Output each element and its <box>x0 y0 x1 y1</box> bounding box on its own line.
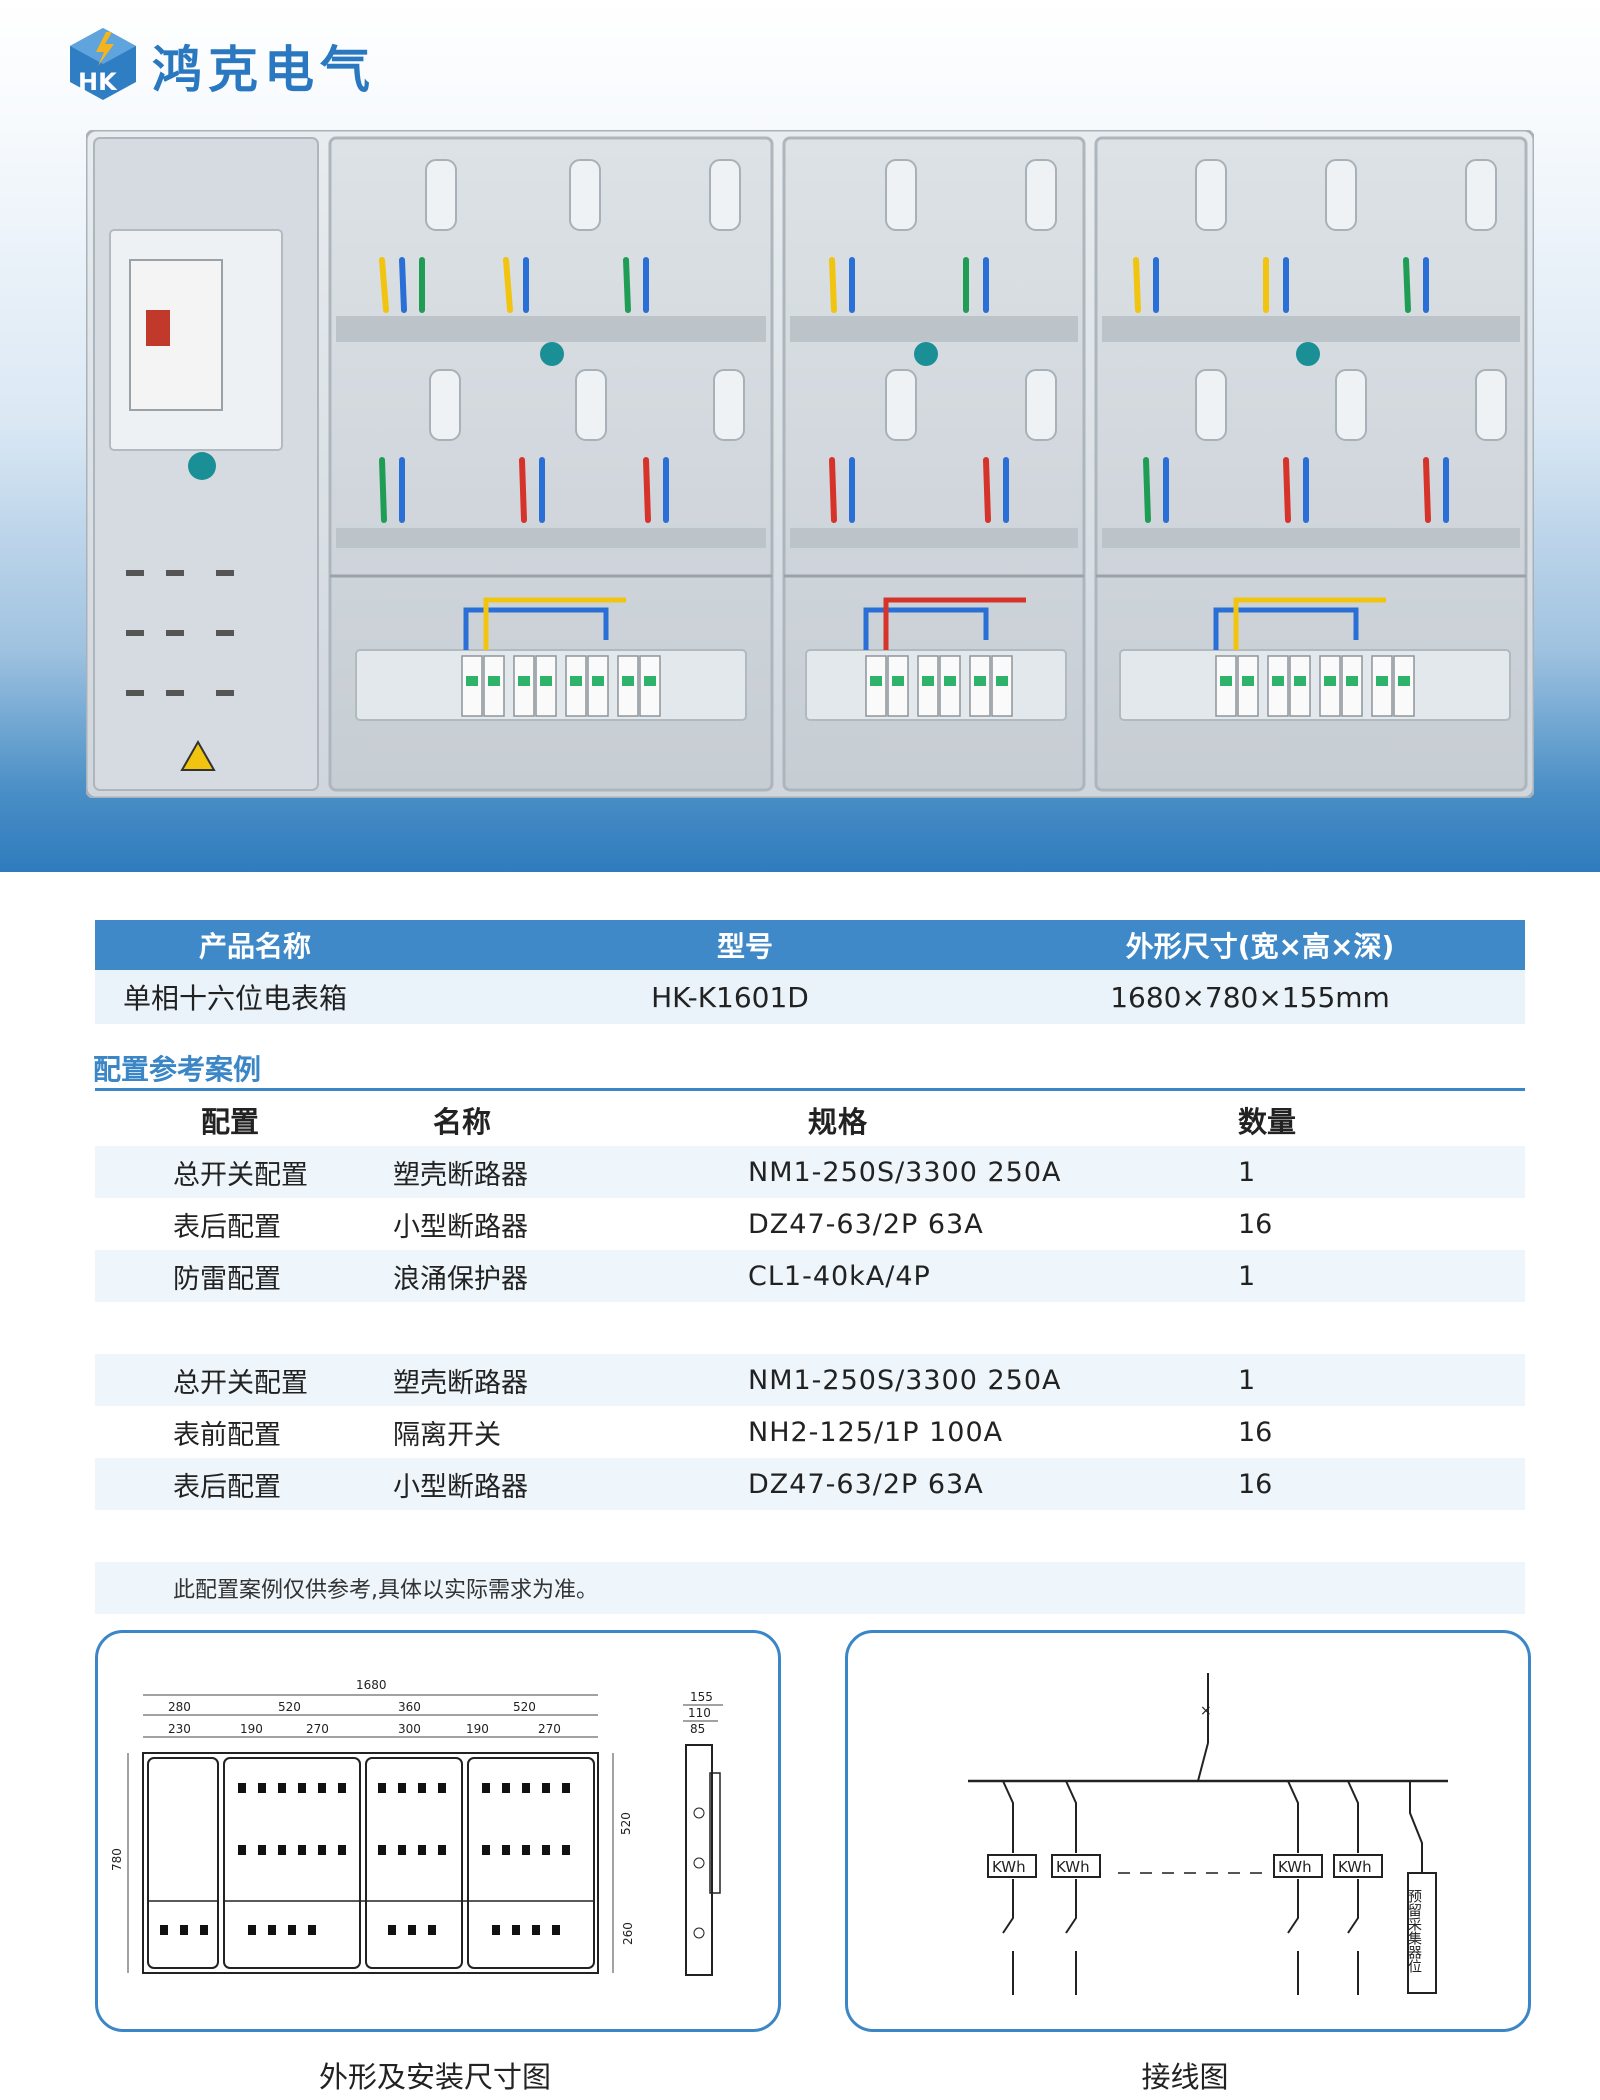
cell-qty: 1 <box>1238 1364 1256 1396</box>
cell-name: 浪涌保护器 <box>393 1263 528 1295</box>
cell-name: 小型断路器 <box>393 1471 528 1503</box>
cell-name: 隔离开关 <box>393 1419 501 1451</box>
product-size: 1680×780×155mm <box>1110 980 1390 1014</box>
header-size: 外形尺寸(宽×高×深) <box>1125 930 1395 963</box>
meter-label-3: KWh <box>1278 1858 1312 1876</box>
dim-top-1: 280 <box>168 1700 191 1714</box>
header-model: 型号 <box>716 930 773 963</box>
brand-logo-icon: HK <box>70 28 136 100</box>
header-config: 配置 <box>201 1105 260 1139</box>
cell-spec: NH2-125/1P 100A <box>748 1416 1004 1448</box>
dim-total-width: 1680 <box>356 1678 387 1692</box>
cell-qty: 1 <box>1238 1260 1256 1292</box>
cell-config: 表后配置 <box>173 1471 281 1503</box>
product-table-row: 单相十六位电表箱 HK-K1601D 1680×780×155mm <box>95 970 1525 1024</box>
header-spec: 规格 <box>808 1105 869 1139</box>
svg-text:HK: HK <box>78 68 118 96</box>
header-name: 名称 <box>433 1105 492 1139</box>
cell-qty: 1 <box>1238 1156 1256 1188</box>
product-table: 产品名称 型号 外形尺寸(宽×高×深) 单相十六位电表箱 HK-K1601D 1… <box>95 920 1525 1024</box>
cell-spec: NM1-250S/3300 250A <box>748 1156 1062 1188</box>
meter-label-4: KWh <box>1338 1858 1372 1876</box>
dim-height: 780 <box>110 1848 124 1871</box>
wiring-diagram-panel: × KWh KWh KWh KWh 预留采集器位 <box>845 1630 1531 2032</box>
product-model: HK-K1601D <box>651 980 809 1014</box>
cell-config: 总开关配置 <box>173 1367 308 1399</box>
config-table: 配置 名称 规格 数量 总开关配置 塑壳断路器 NM1-250S/3300 25… <box>95 1094 1525 1614</box>
cell-qty: 16 <box>1238 1416 1273 1448</box>
dim-sub-2: 190 <box>240 1722 263 1736</box>
product-table-header: 产品名称 型号 外形尺寸(宽×高×深) <box>95 920 1525 970</box>
brand-name: 鸿克电气 <box>152 40 376 99</box>
cell-spec: DZ47-63/2P 63A <box>748 1208 984 1240</box>
cell-spec: CL1-40kA/4P <box>748 1260 931 1292</box>
dim-depth-1: 155 <box>690 1690 713 1704</box>
dim-sub-5: 190 <box>466 1722 489 1736</box>
meter-label-2: KWh <box>1056 1858 1090 1876</box>
table-row: 表前配置 隔离开关 NH2-125/1P 100A 16 <box>95 1406 1525 1458</box>
dim-depth-2: 110 <box>688 1706 711 1720</box>
hero-banner: HK 鸿克电气 <box>0 0 1600 872</box>
table-row: 总开关配置 塑壳断路器 NM1-250S/3300 250A 1 <box>95 1354 1525 1406</box>
dimension-drawing: 1680 280 520 360 520 230 190 270 300 190… <box>110 1678 723 1976</box>
cell-config: 防雷配置 <box>173 1263 281 1295</box>
header-qty: 数量 <box>1238 1105 1297 1139</box>
cell-config: 总开关配置 <box>173 1159 308 1191</box>
config-note: 此配置案例仅供参考,具体以实际需求为准。 <box>173 1578 598 1603</box>
note-row: 此配置案例仅供参考,具体以实际需求为准。 <box>95 1562 1525 1614</box>
dim-upper-height: 520 <box>619 1812 633 1835</box>
header-product-name: 产品名称 <box>198 930 311 963</box>
table-row: 防雷配置 浪涌保护器 CL1-40kA/4P 1 <box>95 1250 1525 1302</box>
dimension-drawing-caption: 外形及安装尺寸图 <box>318 2060 551 2094</box>
collector-terminal-label: 预留采集器位 <box>1406 1889 1422 1973</box>
cell-name: 塑壳断路器 <box>393 1159 528 1191</box>
config-table-header: 配置 名称 规格 数量 <box>95 1094 1525 1146</box>
cell-qty: 16 <box>1238 1468 1273 1500</box>
dim-sub-3: 270 <box>306 1722 329 1736</box>
table-spacer-row <box>95 1510 1525 1562</box>
dim-sub-4: 300 <box>398 1722 421 1736</box>
cell-name: 小型断路器 <box>393 1211 528 1243</box>
dimension-drawing-panel: 1680 280 520 360 520 230 190 270 300 190… <box>95 1630 781 2032</box>
config-section-divider <box>95 1088 1525 1091</box>
cell-spec: NM1-250S/3300 250A <box>748 1364 1062 1396</box>
svg-text:×: × <box>1200 1703 1212 1719</box>
table-row: 总开关配置 塑壳断路器 NM1-250S/3300 250A 1 <box>95 1146 1525 1198</box>
dim-lower-height: 260 <box>621 1922 635 1945</box>
meter-label-1: KWh <box>992 1858 1026 1876</box>
cell-config: 表前配置 <box>173 1419 281 1451</box>
config-section-title: 配置参考案例 <box>93 1053 262 1086</box>
cell-qty: 16 <box>1238 1208 1273 1240</box>
dim-top-4: 520 <box>513 1700 536 1714</box>
table-row: 表后配置 小型断路器 DZ47-63/2P 63A 16 <box>95 1198 1525 1250</box>
product-name: 单相十六位电表箱 <box>122 982 347 1015</box>
dim-top-2: 520 <box>278 1700 301 1714</box>
table-spacer-row <box>95 1302 1525 1354</box>
table-row: 表后配置 小型断路器 DZ47-63/2P 63A 16 <box>95 1458 1525 1510</box>
wiring-diagram: × KWh KWh KWh KWh 预留采集器位 <box>968 1673 1448 1995</box>
cell-name: 塑壳断路器 <box>393 1367 528 1399</box>
product-cabinet-image <box>86 130 1534 798</box>
dim-depth-3: 85 <box>690 1722 705 1736</box>
dim-sub-6: 270 <box>538 1722 561 1736</box>
dim-top-3: 360 <box>398 1700 421 1714</box>
wiring-diagram-caption: 接线图 <box>1141 2060 1229 2094</box>
dim-sub-1: 230 <box>168 1722 191 1736</box>
cell-config: 表后配置 <box>173 1211 281 1243</box>
cell-spec: DZ47-63/2P 63A <box>748 1468 984 1500</box>
